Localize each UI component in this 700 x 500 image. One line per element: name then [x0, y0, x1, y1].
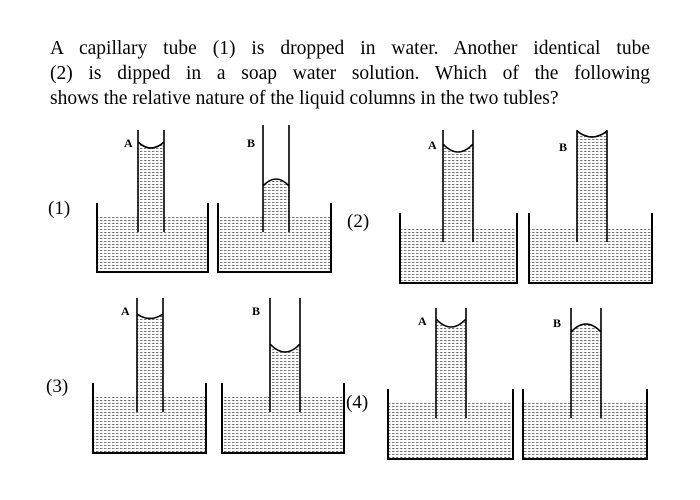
option-4-diagram	[387, 308, 648, 460]
option-4-tube-a-label: A	[418, 314, 427, 328]
tube-1b	[262, 125, 290, 232]
tube-2a	[442, 130, 474, 242]
option-2-tube-a-label: A	[428, 138, 437, 152]
option-3-diagram	[92, 298, 345, 454]
option-1-tube-a-label: A	[124, 136, 133, 150]
option-4-label[interactable]: (4)	[346, 392, 369, 413]
option-1-diagram	[96, 125, 332, 273]
tube-3a	[136, 298, 164, 412]
tube-4a	[435, 308, 467, 418]
option-2-label[interactable]: (2)	[347, 211, 370, 232]
option-3-tube-b-label: B	[252, 304, 261, 318]
question-line-3: shows the relative nature of the liquid …	[50, 88, 559, 109]
option-3-tube-a-label: A	[121, 304, 130, 318]
option-2-diagram	[399, 130, 653, 284]
option-2-tube-b-label: B	[559, 140, 568, 154]
option-4-tube-b-label: B	[553, 316, 562, 330]
tube-3b	[269, 298, 301, 412]
option-3-label[interactable]: (3)	[46, 376, 69, 397]
option-1-label[interactable]: (1)	[48, 198, 71, 219]
option-1-tube-b-label: B	[247, 136, 256, 150]
question-text: A capillary tube (1) is dropped in water…	[50, 36, 650, 111]
question-line-2: (2) is dipped in a soap water solution. …	[50, 63, 650, 84]
tube-1a	[137, 130, 165, 232]
question-line-1: A capillary tube (1) is dropped in water…	[50, 38, 650, 59]
tube-4b	[570, 308, 602, 418]
tube-2b	[576, 130, 608, 242]
